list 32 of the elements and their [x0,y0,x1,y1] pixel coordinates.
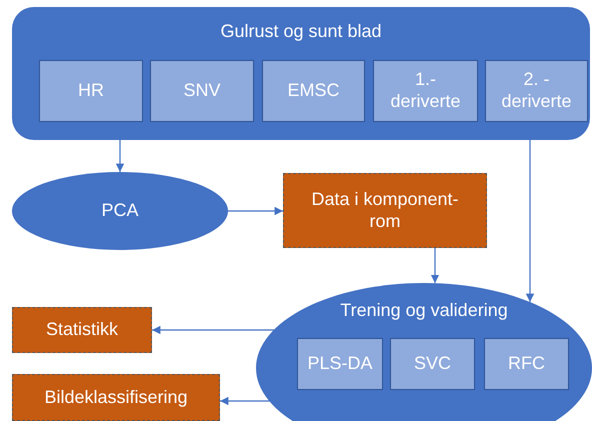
data-box [283,173,487,248]
group-panel [12,7,590,140]
arrow [526,140,534,302]
arrow [430,248,440,284]
process-box [262,60,365,122]
node-label: Gulrust og sunt blad [219,21,383,43]
node-label: PCA [100,200,140,222]
arrow [227,206,283,216]
node-label: Trening og validering [339,300,509,322]
node-label: HR [78,80,104,102]
node-label: 2. - deriverte [500,69,573,113]
node-label: 1.- deriverte [389,69,462,113]
node-label: EMSC [287,80,340,102]
model-box [390,338,475,390]
node-label: Bildeklassifisering [44,386,188,408]
process-box [150,60,254,122]
node-label: Statistikk [46,319,118,341]
arrow [220,396,270,406]
node-label: PLS-DA [307,353,373,375]
process-box [39,60,143,122]
node-label: SNV [183,80,220,102]
model-box [484,338,569,390]
node-label: SVC [414,353,451,375]
process-box [373,60,478,122]
process-box [485,60,588,122]
output-box [12,374,220,421]
arrow [116,140,124,172]
arrow [152,326,275,334]
node-label: Data i komponent- rom [310,188,460,232]
model-box [297,338,383,390]
node-label: RFC [508,353,545,375]
output-box [12,307,152,353]
